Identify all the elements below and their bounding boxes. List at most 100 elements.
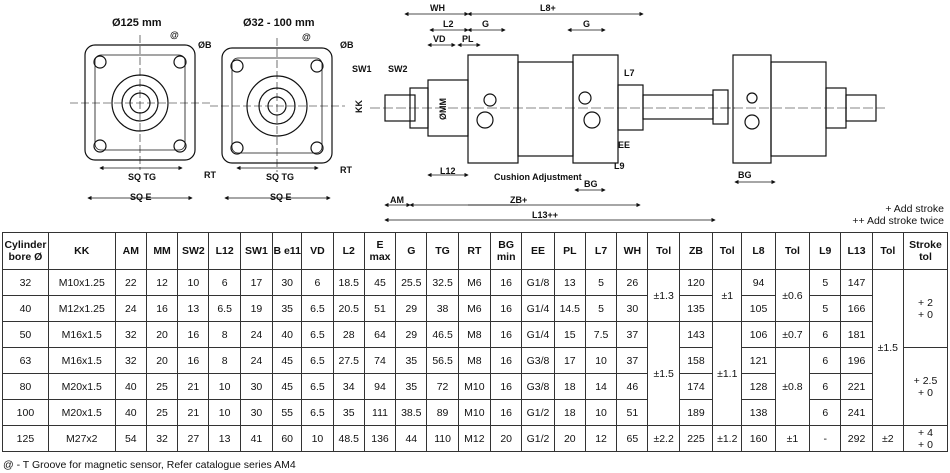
table-cell: 6 <box>809 347 842 374</box>
table-cell: 27.5 <box>332 347 365 374</box>
table-cell: 50 <box>2 321 49 348</box>
table-cell: 54 <box>114 425 147 452</box>
table-cell: 6 <box>809 399 842 426</box>
label-g-2: G <box>583 19 590 29</box>
column-header: E max <box>363 232 397 270</box>
label-pl: PL <box>462 34 474 44</box>
tolerance-cell: ±1.5 <box>871 269 904 426</box>
table-cell: 32.5 <box>426 269 459 296</box>
table-cell: 6 <box>208 269 241 296</box>
label-l12: L12 <box>440 166 456 176</box>
table-cell: 48.5 <box>332 425 365 452</box>
table-cell: M10 <box>457 373 492 400</box>
table-cell: 41 <box>239 425 274 452</box>
label-ob-2: ØB <box>340 40 354 50</box>
table-cell: G1/4 <box>521 295 555 322</box>
table-cell: 6.5 <box>208 295 241 322</box>
table-cell: 10 <box>584 399 618 426</box>
column-header: L13 <box>840 232 873 270</box>
dimension-lines <box>384 11 776 223</box>
label-sqtg-2: SQ TG <box>266 172 294 182</box>
table-cell: 10 <box>584 347 618 374</box>
table-cell: 40 <box>2 295 49 322</box>
table-cell: 30 <box>239 373 274 400</box>
table-cell: 106 <box>741 321 776 348</box>
note-add-stroke: + Add stroke <box>885 203 944 215</box>
column-header: ZB <box>678 232 714 270</box>
end-view-32-100 <box>210 38 345 201</box>
table-cell: 32 <box>145 425 179 452</box>
table-cell: 225 <box>678 425 714 452</box>
table-cell: 110 <box>426 425 459 452</box>
column-header: Stroke tol <box>902 232 949 270</box>
column-header: SW1 <box>239 232 274 270</box>
stroke-notes: + Add stroke ++ Add stroke twice <box>852 203 944 227</box>
table-cell: 55 <box>272 399 303 426</box>
table-cell: M16x1.5 <box>47 347 116 374</box>
table-cell: 16 <box>490 269 523 296</box>
column-header: L9 <box>809 232 842 270</box>
table-cell: M27x2 <box>47 425 116 452</box>
tolerance-cell: ±2.2 <box>647 425 680 452</box>
label-l8: L8+ <box>540 3 556 13</box>
table-cell: 20 <box>145 321 179 348</box>
table-cell: 5 <box>584 295 618 322</box>
column-header: VD <box>301 232 334 270</box>
table-cell: 147 <box>840 269 873 296</box>
table-cell: 16 <box>490 295 523 322</box>
rear-detail-view <box>720 54 885 164</box>
table-cell: M8 <box>457 321 492 348</box>
table-cell: 111 <box>363 399 397 426</box>
tolerance-cell: ±1 <box>712 269 743 322</box>
table-cell: 60 <box>272 425 303 452</box>
table-cell: - <box>809 425 842 452</box>
label-at-2: @ <box>302 32 311 42</box>
table-cell: 158 <box>678 347 714 374</box>
table-cell: 30 <box>616 295 649 322</box>
table-cell: 25 <box>145 399 179 426</box>
table-cell: 7.5 <box>584 321 618 348</box>
label-wh: WH <box>430 3 445 13</box>
label-bg-1: BG <box>584 179 598 189</box>
table-cell: M10 <box>457 399 492 426</box>
table-cell: G1/8 <box>521 269 555 296</box>
table-cell: M8 <box>457 347 492 374</box>
table-cell: 19 <box>239 295 274 322</box>
table-cell: 51 <box>363 295 397 322</box>
table-cell: 166 <box>840 295 873 322</box>
table-cell: 22 <box>114 269 147 296</box>
label-at-1: @ <box>170 30 179 40</box>
table-cell: G1/2 <box>521 425 555 452</box>
table-cell: 16 <box>490 373 523 400</box>
table-cell: 25 <box>145 373 179 400</box>
table-cell: 64 <box>363 321 397 348</box>
column-header: Tol <box>871 232 904 270</box>
tolerance-cell: ±0.6 <box>774 269 811 322</box>
label-sqe-2: SQ E <box>270 192 292 202</box>
tolerance-cell: ±1.3 <box>647 269 680 322</box>
label-sqe-1: SQ E <box>130 192 152 202</box>
table-cell: 6 <box>809 373 842 400</box>
tolerance-cell: + 2.5 + 0 <box>902 347 949 426</box>
view1-title: Ø125 mm <box>112 17 162 29</box>
table-cell: 24 <box>239 321 274 348</box>
table-cell: 5 <box>809 295 842 322</box>
label-mm: ØMM <box>438 98 448 120</box>
column-header: PL <box>553 232 586 270</box>
label-ob-1: ØB <box>198 40 212 50</box>
table-cell: 16 <box>490 347 523 374</box>
label-am: AM <box>390 195 404 205</box>
table-cell: G1/2 <box>521 399 555 426</box>
tolerance-cell: ±1.2 <box>712 425 743 452</box>
table-cell: 8 <box>208 321 241 348</box>
label-vd: VD <box>433 34 446 44</box>
column-header: L2 <box>332 232 365 270</box>
label-g-1: G <box>482 19 489 29</box>
label-ee: EE <box>618 140 630 150</box>
table-cell: 35 <box>272 295 303 322</box>
label-sw1: SW1 <box>352 64 372 74</box>
column-header: Cylinder bore Ø <box>2 232 49 270</box>
